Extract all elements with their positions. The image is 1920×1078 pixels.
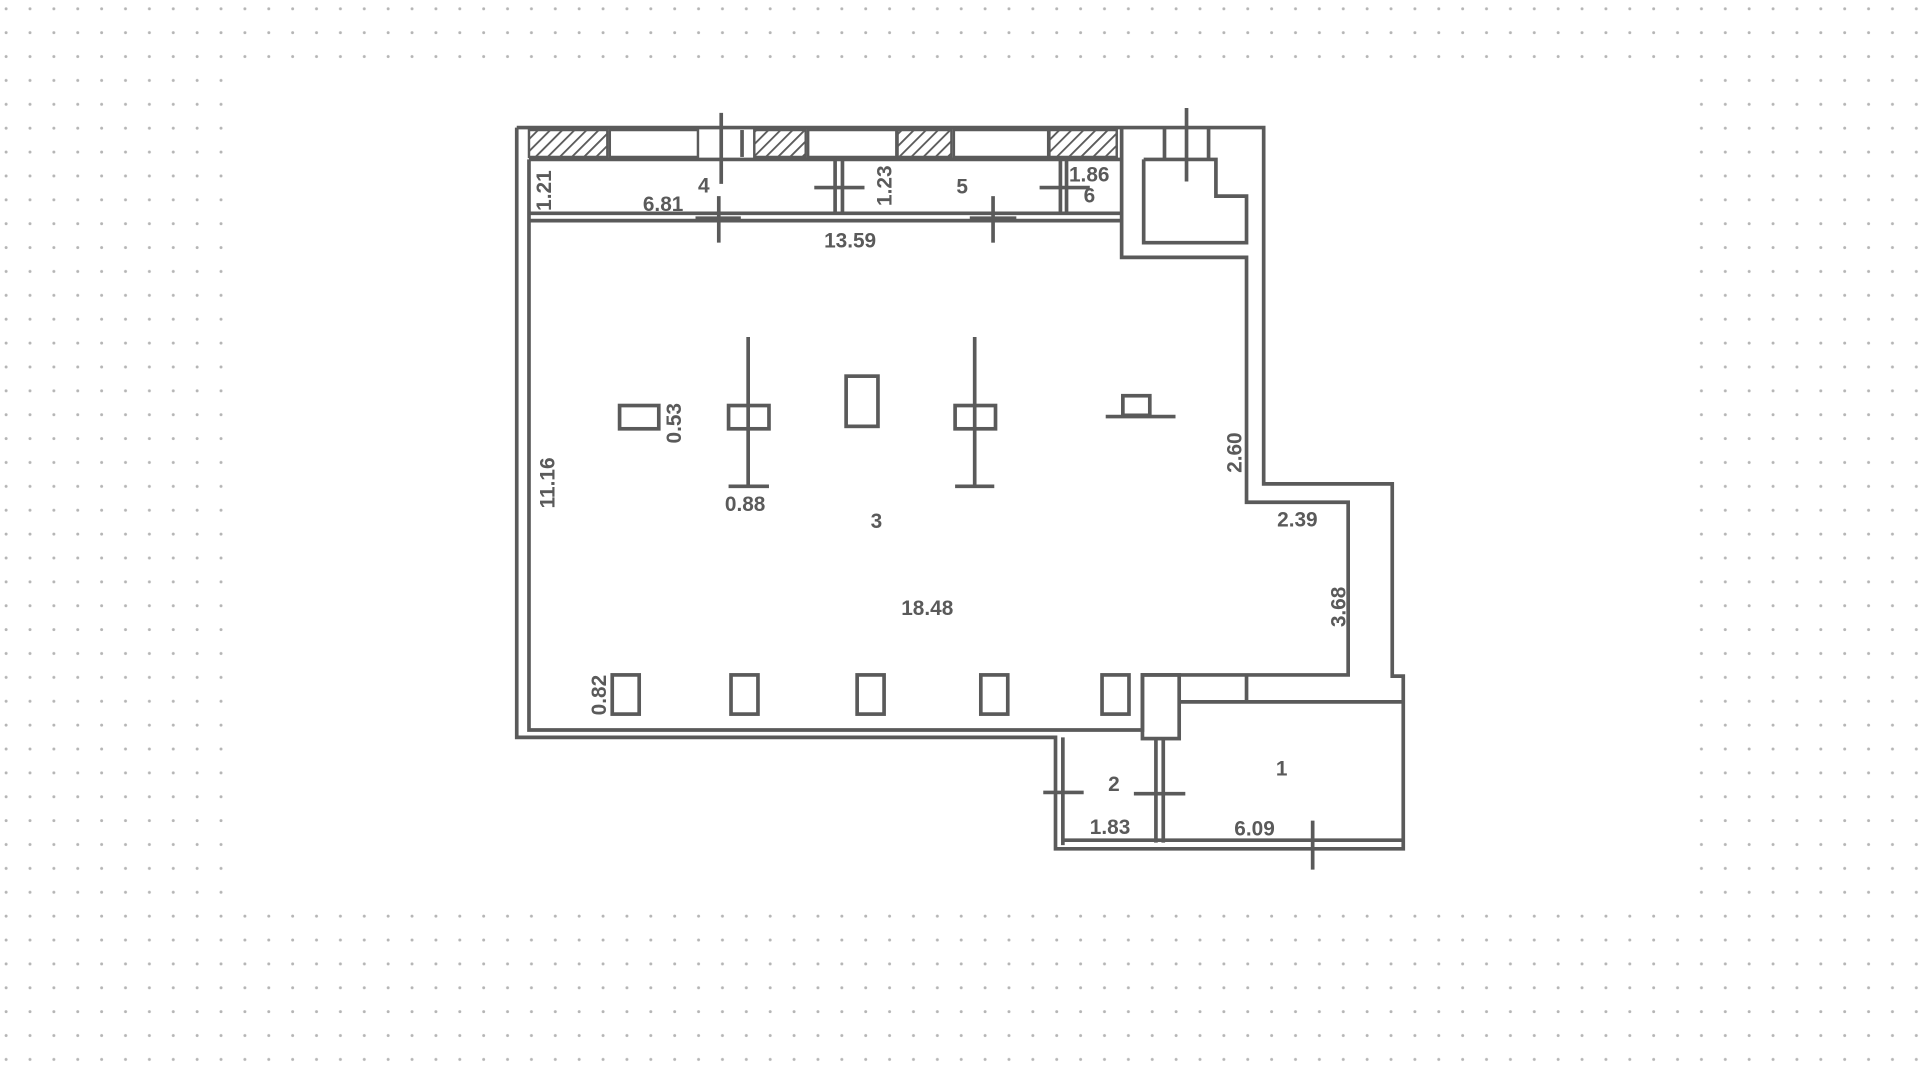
dimension-label: 0.88 — [725, 493, 765, 516]
walls — [514, 125, 1406, 851]
room-number: 3 — [871, 510, 883, 533]
columns — [610, 336, 1176, 716]
dimension-label: 13.59 — [824, 230, 876, 253]
dimension-label: 1.21 — [533, 170, 556, 210]
room-number: 2 — [1108, 773, 1120, 796]
window-wall-segments — [527, 128, 1118, 159]
dimension-labels: 1.21 6.81 1.23 1.86 13.59 0.53 0.88 11.1… — [533, 163, 1351, 840]
dimension-label: 18.48 — [901, 597, 953, 620]
dimension-label: 2.39 — [1277, 509, 1317, 532]
room-labels: 1 2 3 4 5 6 — [698, 174, 1288, 796]
room-number: 1 — [1276, 757, 1288, 780]
door-markers — [695, 107, 1315, 870]
dimension-label: 1.23 — [873, 165, 896, 205]
room-number: 6 — [1084, 184, 1096, 207]
dimension-label: 1.83 — [1090, 816, 1130, 839]
dimension-label: 0.53 — [663, 403, 686, 443]
room-number: 4 — [698, 174, 710, 197]
dimension-label: 2.60 — [1224, 432, 1247, 472]
dimension-label: 6.09 — [1234, 817, 1274, 840]
dimension-label: 3.68 — [1328, 587, 1351, 627]
dimension-label: 0.82 — [588, 675, 611, 715]
dimension-label: 6.81 — [643, 193, 683, 216]
room-number: 5 — [956, 176, 968, 199]
dimension-label: 1.86 — [1069, 163, 1109, 186]
dimension-label: 11.16 — [537, 457, 560, 508]
